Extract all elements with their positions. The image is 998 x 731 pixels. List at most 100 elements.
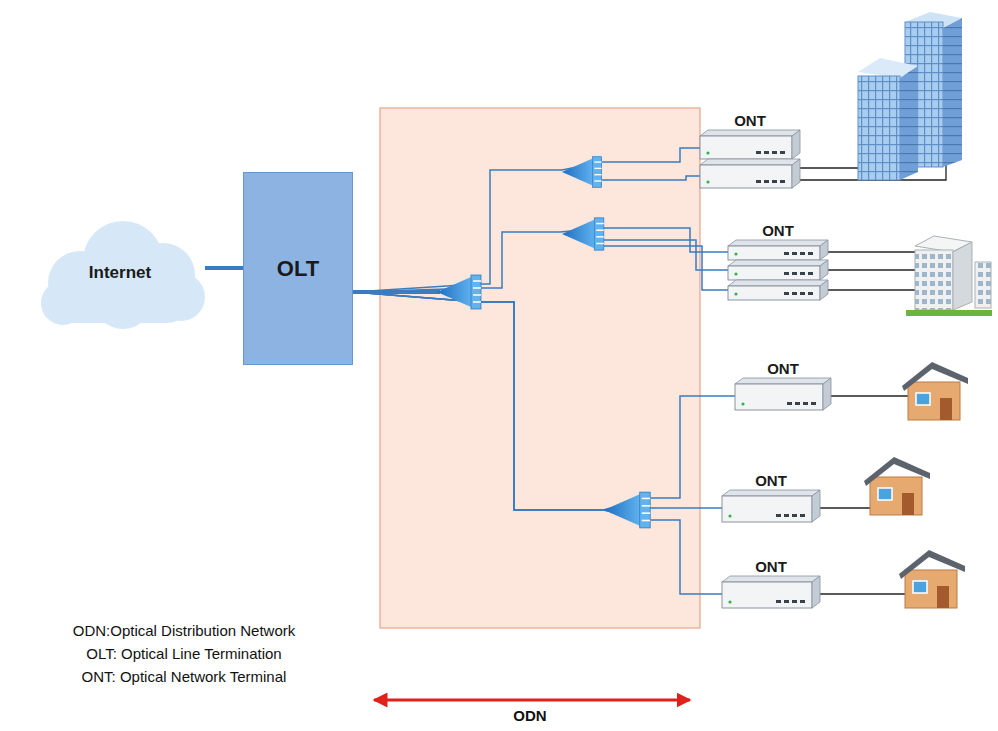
drop-wire: [831, 395, 908, 396]
ont-unit: [735, 378, 831, 410]
fiber-link: [353, 148, 700, 292]
ont-port: [772, 151, 777, 154]
ont-top: [728, 260, 828, 266]
region-label: ODN: [480, 707, 580, 724]
ont-port: [800, 514, 805, 517]
ont-led: [734, 252, 737, 255]
ont-front: [728, 286, 820, 300]
ont-port: [776, 514, 781, 517]
cloud-base: [55, 285, 187, 323]
ont-port: [784, 292, 789, 295]
ont-led: [741, 402, 744, 405]
ont-side: [820, 280, 828, 300]
ont-port: [784, 514, 789, 517]
ont-device: ONT: [722, 472, 820, 522]
optical-splitter: [562, 157, 602, 188]
ont-port: [784, 252, 789, 255]
odn-region: [380, 108, 700, 628]
ont-port: [800, 252, 805, 255]
ont-unit: [722, 490, 820, 522]
ont-port: [792, 272, 797, 275]
ont-port: [800, 600, 805, 603]
skyscrapers: [858, 12, 962, 180]
ont-port: [800, 272, 805, 275]
fiber-link: [353, 292, 722, 594]
optical-splitter: [604, 492, 650, 528]
ont-unit: [728, 280, 828, 300]
ont-top: [700, 130, 800, 136]
ont-port: [795, 402, 800, 405]
ont-port: [784, 272, 789, 275]
ont-port: [756, 151, 761, 154]
ont-side: [812, 576, 820, 608]
node-label: ONT: [734, 112, 766, 129]
ont-device: ONT: [728, 222, 828, 300]
node-label: ONT: [755, 558, 787, 575]
tower-side: [900, 66, 918, 180]
ont-top: [728, 280, 828, 286]
ont-side: [792, 159, 800, 188]
ont-port: [772, 180, 777, 183]
ont-led: [706, 180, 709, 183]
office-side: [953, 242, 972, 310]
ont-side: [792, 130, 800, 159]
fiber-link: [353, 292, 722, 510]
ont-port: [792, 600, 797, 603]
ont-device: ONT: [722, 558, 820, 608]
tower-front: [858, 76, 900, 180]
ont-port: [756, 180, 761, 183]
ont-led: [706, 151, 709, 154]
tower-side: [943, 18, 962, 167]
ont-unit: [700, 159, 800, 188]
olt-box: OLT: [243, 172, 353, 365]
ont-port: [808, 252, 813, 255]
abbreviation-note: ONT: Optical Network Terminal: [8, 668, 360, 685]
node-label: ONT: [762, 222, 794, 239]
drop-wire: [820, 593, 905, 594]
node-label: ONT: [767, 360, 799, 377]
ont-top: [722, 576, 820, 582]
lawn: [906, 310, 992, 316]
ont-port: [808, 292, 813, 295]
ont-unit: [722, 576, 820, 608]
ont-front: [700, 136, 792, 159]
uplink-line: [205, 266, 243, 270]
abbreviation-note: OLT: Optical Line Termination: [8, 645, 360, 662]
house: [864, 457, 930, 515]
ont-side: [812, 490, 820, 522]
cloud-node: Internet: [35, 215, 205, 330]
ont-side: [820, 240, 828, 260]
drop-wire: [828, 289, 928, 290]
abbreviation-note: ODN:Optical Distribution Network: [8, 622, 360, 639]
ont-unit: [728, 240, 828, 260]
ont-side: [820, 260, 828, 280]
ont-port: [780, 151, 785, 154]
fiber-strand: [604, 240, 728, 270]
office-wing: [975, 262, 991, 308]
ont-top: [728, 240, 828, 246]
feeder-fiber: [352, 290, 440, 294]
ont-port: [764, 180, 769, 183]
ont-front: [722, 582, 812, 608]
fiber-strand: [602, 176, 700, 180]
fiber-strands: [602, 176, 728, 290]
ont-side: [823, 378, 831, 410]
ont-front: [728, 266, 820, 280]
optical-splitter: [562, 218, 604, 250]
ont-port: [792, 514, 797, 517]
ont-port: [787, 402, 792, 405]
optical-splitter: [437, 275, 481, 309]
ont-unit: [728, 260, 828, 280]
node-label: OLT: [277, 256, 319, 281]
ont-top: [700, 159, 800, 165]
ont-port: [792, 292, 797, 295]
fiber-link: [353, 292, 735, 510]
node-label: Internet: [89, 263, 151, 283]
ont-unit: [700, 130, 800, 159]
odn-span-arrow: [374, 699, 690, 702]
ont-led: [734, 272, 737, 275]
office-building: [906, 236, 992, 316]
